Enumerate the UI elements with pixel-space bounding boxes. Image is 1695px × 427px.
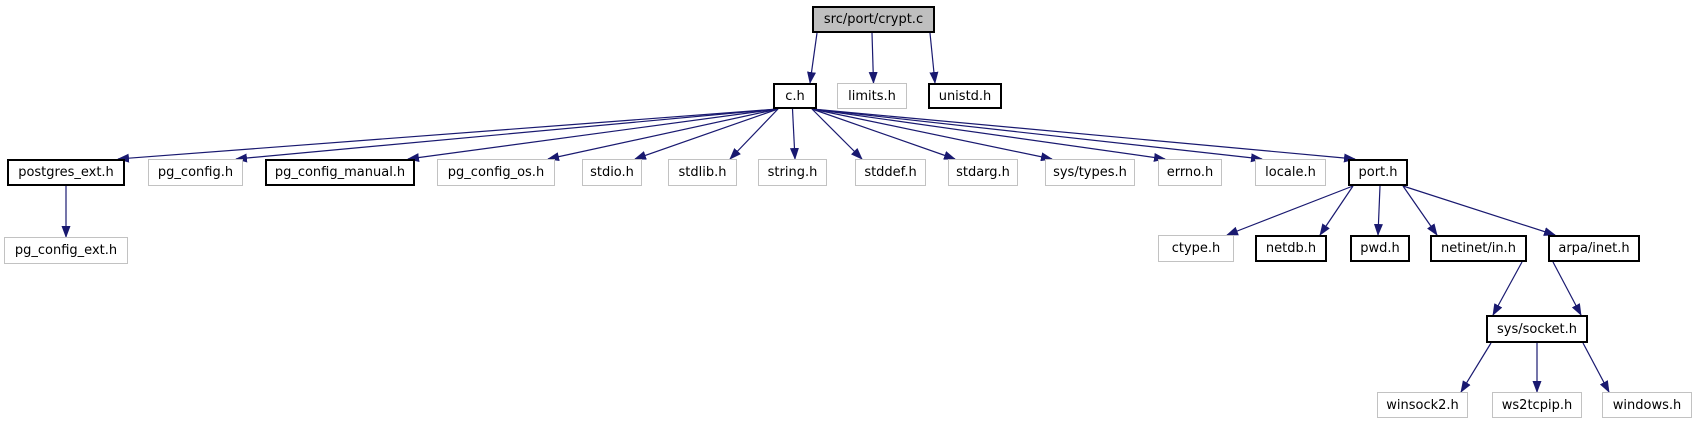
node-pwd-h[interactable]: pwd.h: [1350, 235, 1410, 262]
node-windows-h: windows.h: [1602, 392, 1692, 418]
edge-c-h-to-stdlib-h: [729, 108, 779, 160]
node-pg-config-manual-h[interactable]: pg_config_manual.h: [265, 159, 415, 186]
edge-layer: [61, 32, 1610, 393]
edge-crypt-c-to-limits-h: [868, 32, 878, 84]
edge-netinet-in-h-to-sys-socket-h: [1492, 261, 1523, 316]
node-ctype-h: ctype.h: [1158, 235, 1234, 262]
edge-port-h-to-netinet-in-h: [1402, 185, 1438, 236]
node-arpa-inet-h[interactable]: arpa/inet.h: [1548, 235, 1640, 262]
edge-c-h-to-pg-config-os-h: [547, 108, 779, 162]
edge-arpa-inet-h-to-sys-socket-h: [1552, 261, 1582, 316]
edge-c-h-to-pg-config-manual-h: [407, 108, 779, 162]
node-locale-h: locale.h: [1255, 159, 1326, 186]
edge-sys-socket-h-to-windows-h: [1582, 342, 1610, 393]
node-string-h: string.h: [758, 159, 827, 186]
edge-c-h-to-errno-h: [811, 108, 1166, 162]
edge-port-h-to-netdb-h: [1319, 185, 1354, 236]
edge-crypt-c-to-unistd-h: [929, 32, 939, 84]
edge-c-h-to-postgres-ext-h: [117, 108, 779, 163]
edge-c-h-to-stdio-h: [634, 108, 779, 160]
node-pg-config-h: pg_config.h: [148, 159, 243, 186]
edge-c-h-to-port-h: [811, 108, 1356, 163]
node-postgres-ext-h[interactable]: postgres_ext.h: [7, 159, 125, 186]
node-netdb-h[interactable]: netdb.h: [1255, 235, 1327, 262]
edge-c-h-to-stddef-h: [811, 108, 863, 160]
node-port-h[interactable]: port.h: [1348, 159, 1408, 186]
node-sys-types-h: sys/types.h: [1045, 159, 1135, 186]
node-unistd-h[interactable]: unistd.h: [928, 83, 1002, 109]
node-pg-config-ext-h: pg_config_ext.h: [4, 237, 128, 264]
edge-c-h-to-pg-config-h: [235, 108, 779, 163]
node-stdarg-h: stdarg.h: [948, 159, 1018, 186]
node-winsock2-h: winsock2.h: [1377, 392, 1468, 418]
edge-port-h-to-pwd-h: [1373, 185, 1383, 236]
edge-c-h-to-stdarg-h: [811, 108, 956, 160]
edge-crypt-c-to-c-h: [807, 32, 818, 84]
node-c-h[interactable]: c.h: [773, 83, 817, 109]
node-stddef-h: stddef.h: [855, 159, 926, 186]
node-sys-socket-h[interactable]: sys/socket.h: [1486, 315, 1588, 343]
node-stdlib-h: stdlib.h: [668, 159, 737, 186]
node-crypt-c: src/port/crypt.c: [812, 6, 935, 33]
node-limits-h: limits.h: [837, 83, 907, 109]
node-pg-config-os-h: pg_config_os.h: [437, 159, 555, 186]
edge-c-h-to-string-h: [789, 108, 799, 160]
node-netinet-in-h[interactable]: netinet/in.h: [1430, 235, 1527, 262]
edge-sys-socket-h-to-winsock2-h: [1460, 342, 1492, 393]
edge-c-h-to-locale-h: [811, 108, 1263, 163]
node-ws2tcpip-h: ws2tcpip.h: [1492, 392, 1582, 418]
node-stdio-h: stdio.h: [582, 159, 642, 186]
edge-port-h-to-ctype-h: [1226, 185, 1354, 236]
node-errno-h: errno.h: [1158, 159, 1222, 186]
edge-c-h-to-sys-types-h: [811, 108, 1053, 162]
edge-port-h-to-arpa-inet-h: [1402, 185, 1556, 236]
